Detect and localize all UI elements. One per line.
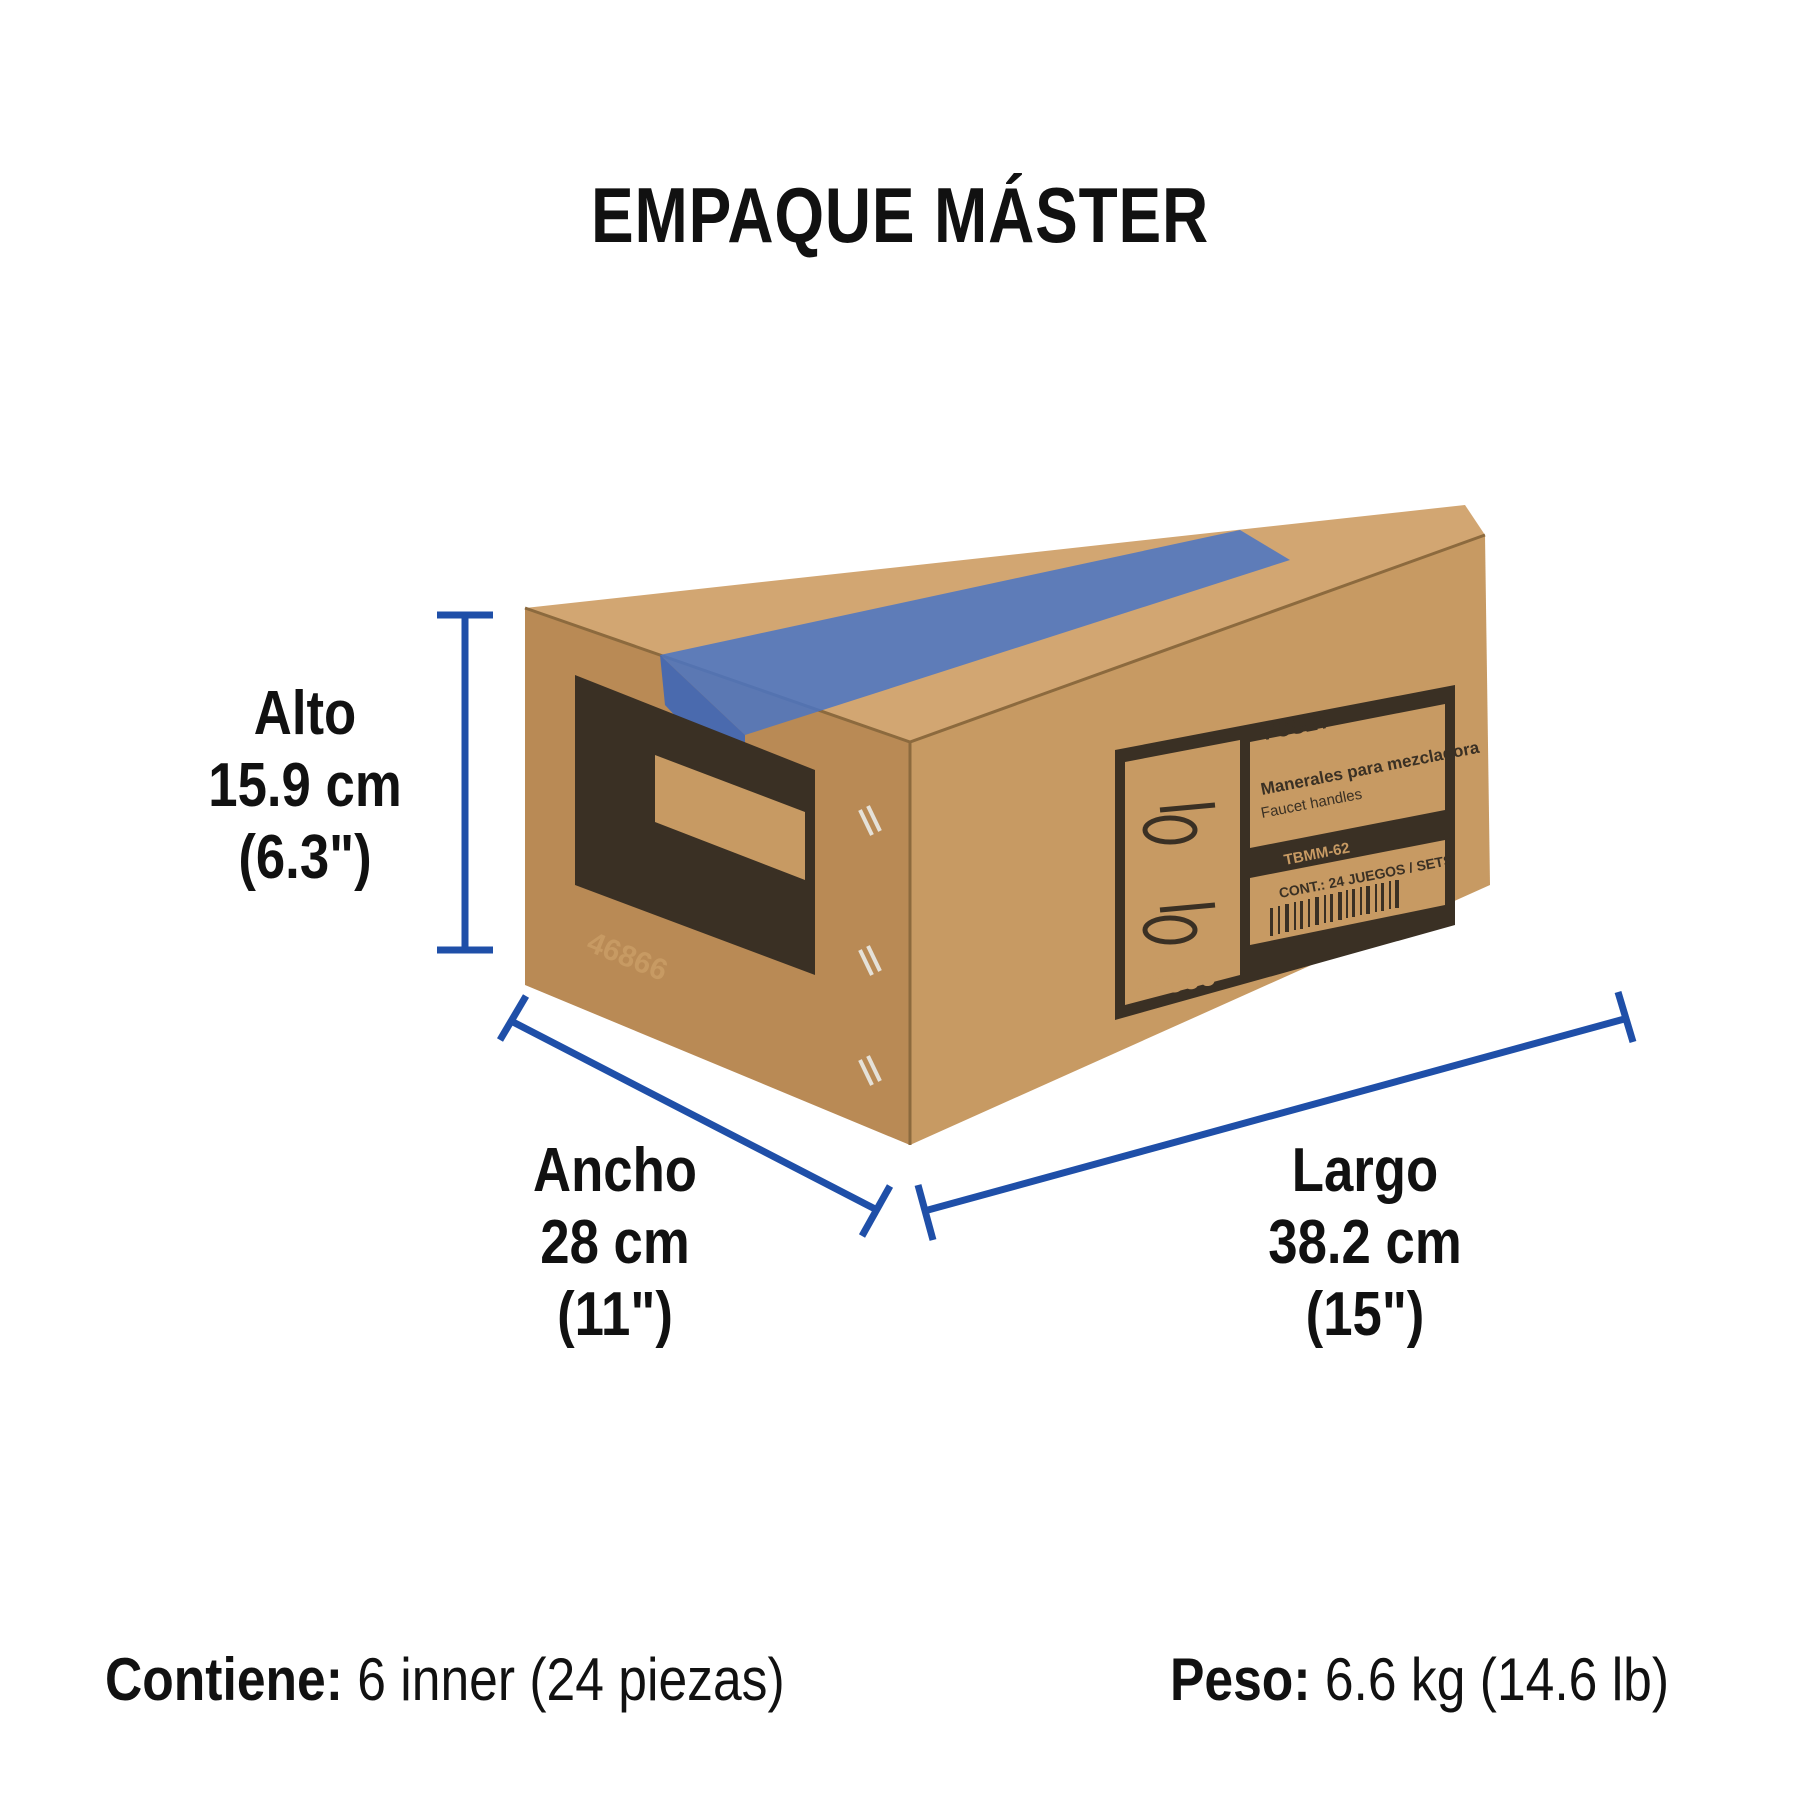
width-title: Ancho bbox=[533, 1136, 697, 1205]
height-dimension-line bbox=[437, 611, 493, 954]
height-imperial: (6.3") bbox=[238, 823, 372, 892]
length-title: Largo bbox=[1291, 1136, 1439, 1205]
length-imperial: (15") bbox=[1305, 1280, 1425, 1349]
length-label: Largo 38.2 cm (15") bbox=[1238, 1135, 1493, 1351]
height-title: Alto bbox=[253, 679, 357, 748]
staples bbox=[858, 805, 882, 1086]
barcode bbox=[1270, 880, 1399, 936]
length-dimension-line bbox=[914, 990, 1637, 1241]
weight-value: 6.6 kg (14.6 lb) bbox=[1324, 1646, 1670, 1713]
faucet-handle-icon bbox=[1142, 802, 1216, 945]
contents-value: 6 inner (24 piezas) bbox=[357, 1646, 785, 1713]
contents-info: Contiene: 6 inner (24 piezas) bbox=[105, 1645, 785, 1714]
weight-info: Peso: 6.6 kg (14.6 lb) bbox=[1170, 1645, 1669, 1714]
width-metric: 28 cm bbox=[540, 1208, 690, 1277]
weight-label: Peso: bbox=[1170, 1646, 1311, 1713]
page-title: EMPAQUE MÁSTER bbox=[591, 171, 1209, 259]
width-label: Ancho 28 cm (11") bbox=[500, 1135, 730, 1351]
length-metric: 38.2 cm bbox=[1268, 1208, 1462, 1277]
width-imperial: (11") bbox=[557, 1280, 673, 1349]
height-metric: 15.9 cm bbox=[208, 751, 402, 820]
width-dimension-line bbox=[496, 994, 894, 1238]
contents-label: Contiene: bbox=[105, 1646, 343, 1713]
height-label: Alto 15.9 cm (6.3") bbox=[178, 678, 433, 894]
packing-tape bbox=[660, 530, 1290, 735]
